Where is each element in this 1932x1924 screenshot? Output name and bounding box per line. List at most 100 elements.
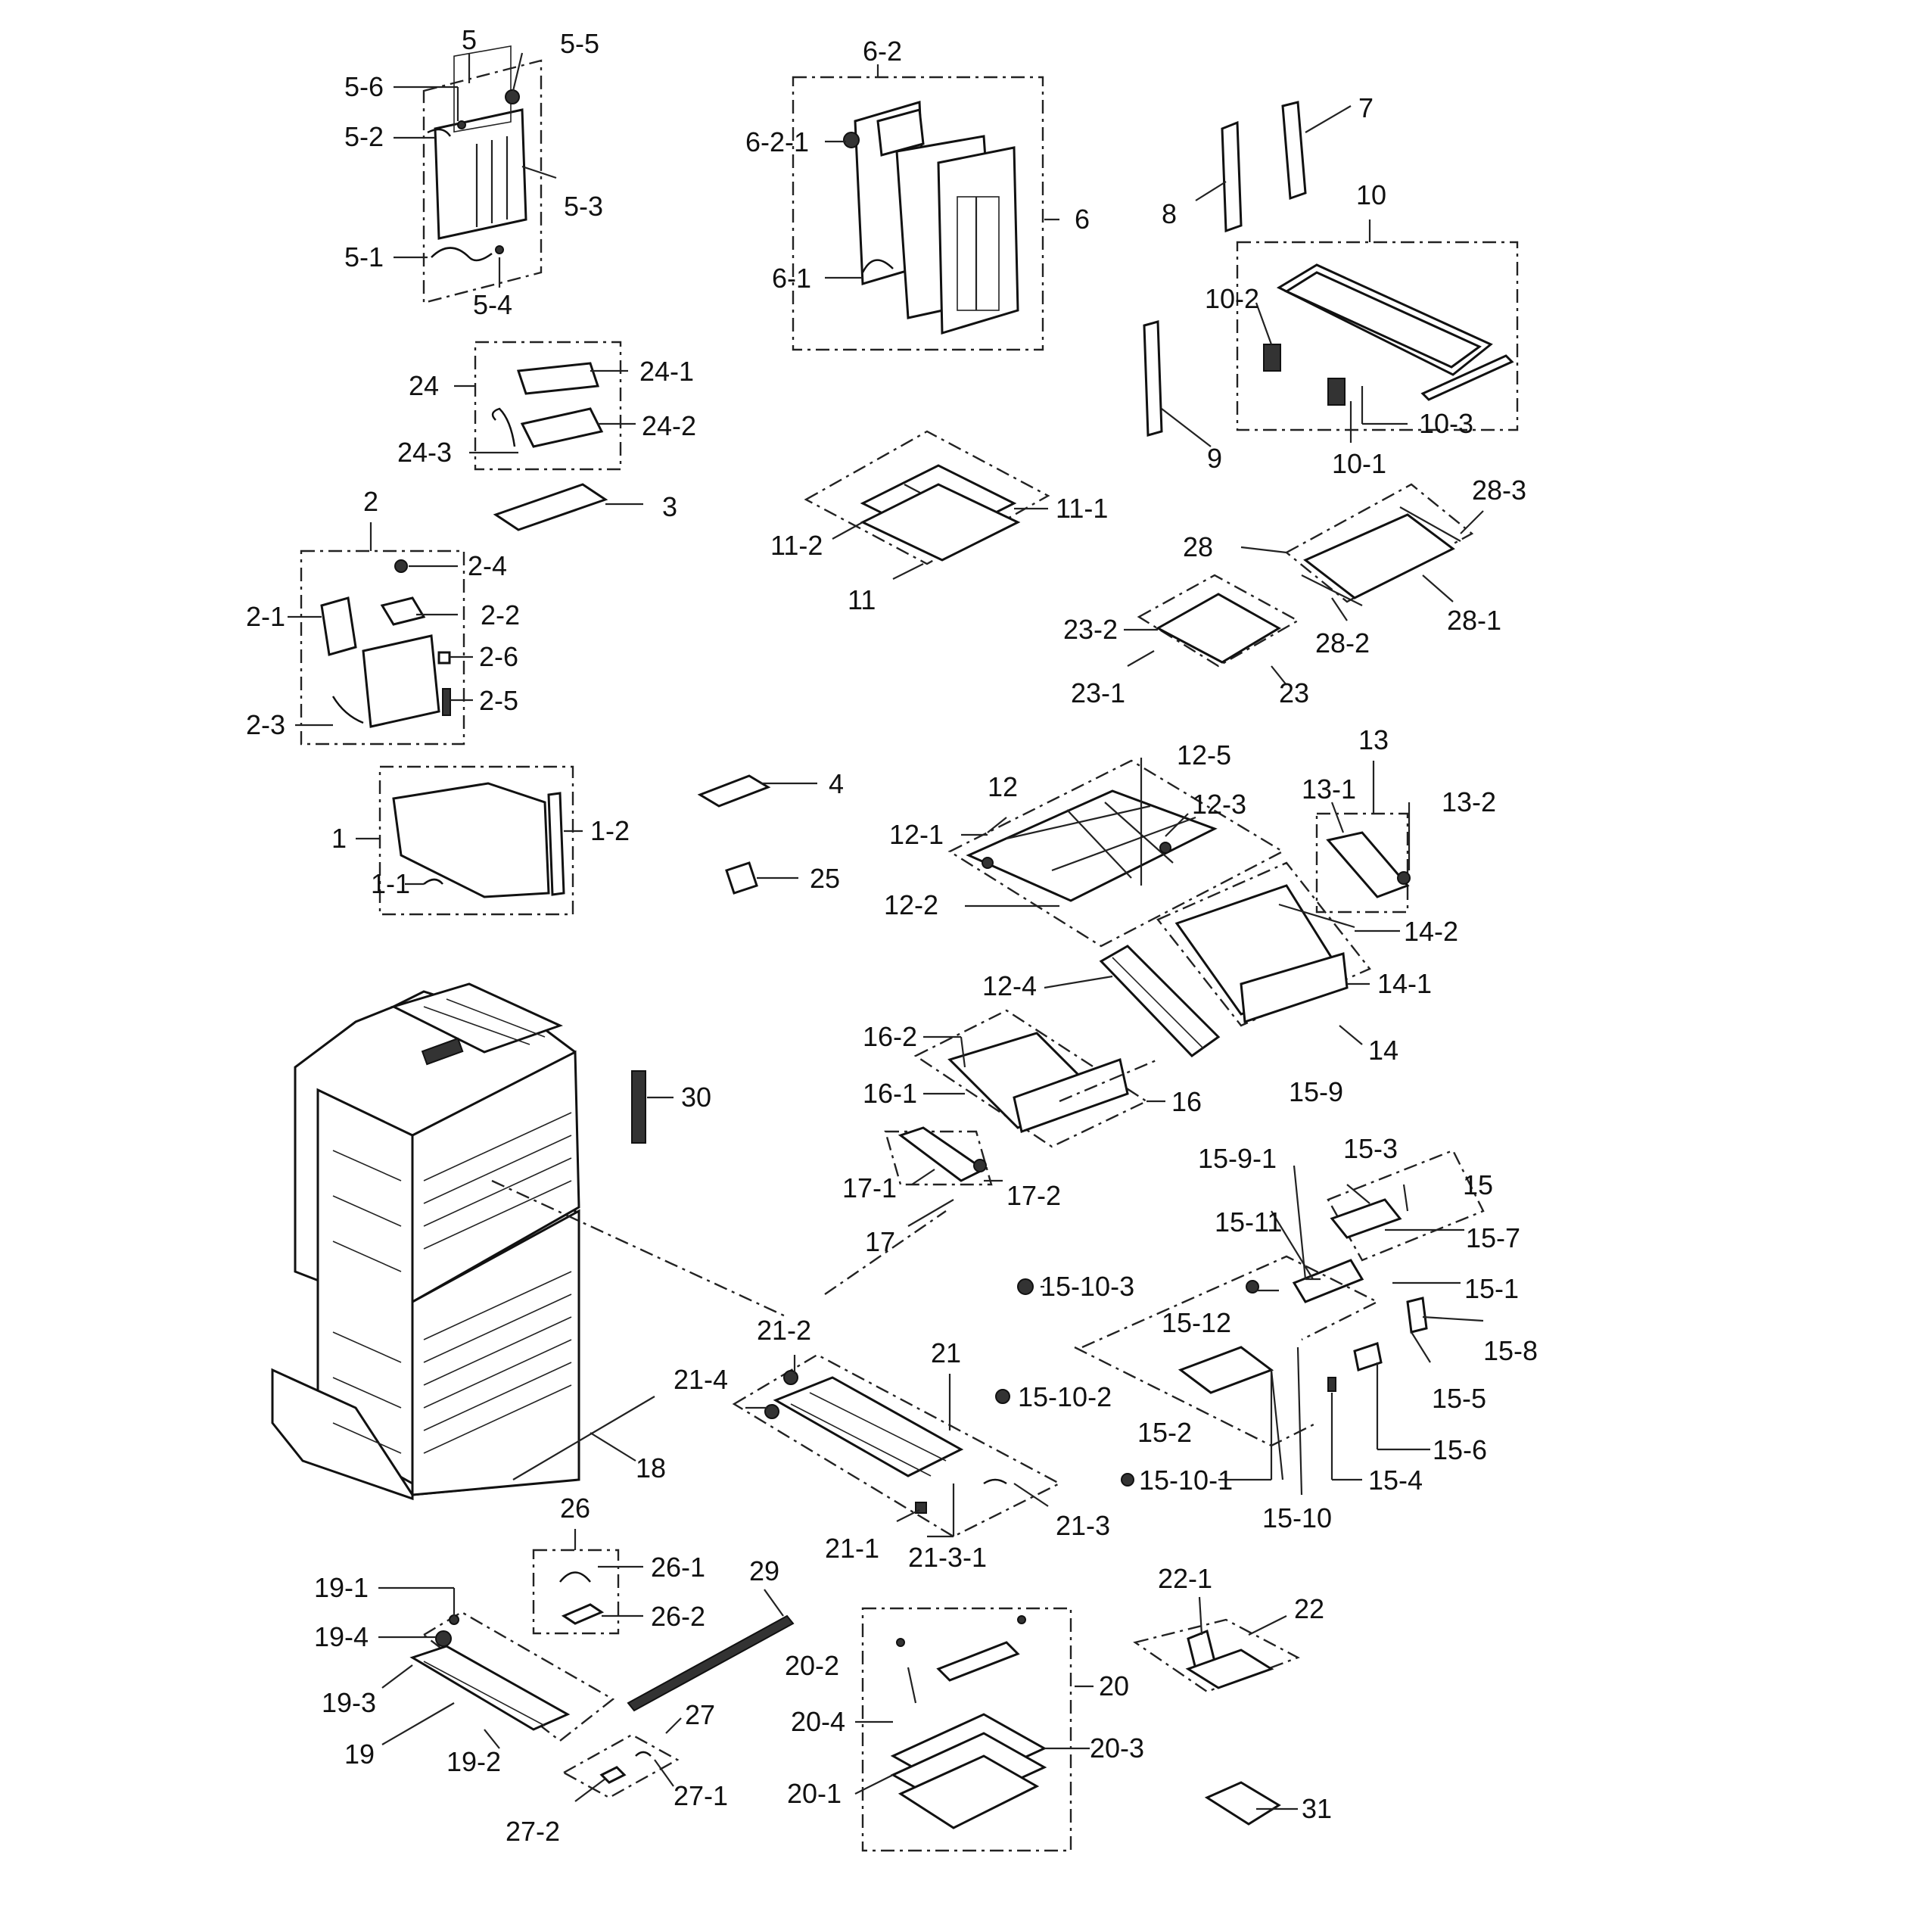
part-2-2 [380,596,426,626]
label-1: 1 [331,823,347,854]
label-2-1: 2-1 [246,601,285,632]
group-26: 26 26-1 26-2 [532,1493,705,1635]
part-1-1 [423,878,443,885]
label-21: 21 [931,1337,961,1368]
part-5-2 [427,128,452,137]
part-29 [627,1614,795,1712]
group-14: 14-2 14-1 14 [1156,861,1458,1066]
label-16: 16 [1171,1086,1202,1117]
label-19-4: 19-4 [314,1621,369,1652]
part-17-2 [973,1159,987,1172]
label-17-2: 17-2 [1006,1180,1061,1211]
label-23-2: 23-2 [1063,614,1118,645]
part-2-6 [437,651,451,665]
label-2-5: 2-5 [479,685,518,716]
label-26-2: 26-2 [651,1601,705,1632]
label-19-2: 19-2 [446,1746,501,1777]
label-17: 17 [865,1226,895,1257]
label-15-3: 15-3 [1343,1133,1398,1164]
label-15: 15 [1463,1169,1493,1200]
label-28-1: 28-1 [1447,605,1501,636]
label-11: 11 [848,584,876,615]
parts-4-25: 4 25 [697,768,844,895]
label-15-9-1: 15-9-1 [1198,1143,1277,1174]
label-27: 27 [685,1699,715,1730]
group-21: 21-2 21 21-4 21-3 21-1 21-3-1 [674,1315,1110,1573]
part-26-1 [559,1571,591,1583]
label-29: 29 [749,1555,779,1586]
part-28-shelf [1303,513,1455,599]
label-9: 9 [1207,443,1222,474]
part-2-4 [394,559,408,573]
label-28-3: 28-3 [1472,475,1526,506]
label-16-1: 16-1 [863,1078,917,1109]
part-10-1 [1327,378,1346,406]
label-10: 10 [1356,179,1386,210]
part-15-10-3 [1017,1278,1034,1295]
label-4: 4 [829,768,844,799]
label-5-5: 5-5 [560,28,599,59]
part-30-group: 30 [631,1070,711,1144]
group-6: 6-2 6-2-1 6 6-1 [745,36,1090,351]
part-29-group: 29 [627,1555,795,1712]
part-24-1 [516,362,600,395]
part-6-cover [854,101,1019,335]
label-11-1: 11-1 [1056,493,1108,524]
part-31-group: 31 [1204,1781,1332,1826]
label-5: 5 [462,24,477,55]
group-10: 10 10-2 10-3 10-1 [1205,179,1519,479]
part-7 [1281,101,1307,201]
label-11-2: 11-2 [770,530,823,561]
part-2-5 [442,688,451,716]
part-19-1 [449,1614,459,1625]
label-20: 20 [1099,1670,1129,1701]
part-15-8 [1406,1297,1428,1334]
group-2: 2 2-4 2-1 2-2 2-6 2-5 2-3 [246,486,520,746]
label-28-2: 28-2 [1315,627,1370,658]
label-10-2: 10-2 [1205,283,1259,314]
part-5-6 [457,120,466,129]
part-5-evaporator [434,45,527,240]
label-20-4: 20-4 [791,1706,845,1737]
part-12-3 [1159,842,1171,854]
part-27-1 [635,1751,652,1757]
label-5-1: 5-1 [344,241,384,272]
part-5-1 [431,247,493,262]
label-15-10-3: 15-10-3 [1041,1271,1134,1302]
part-1-bucket [392,782,550,898]
label-20-1: 20-1 [787,1778,842,1809]
label-27-1: 27-1 [674,1780,728,1811]
label-15-1: 15-1 [1464,1273,1519,1304]
label-18: 18 [636,1452,666,1483]
part-27-2 [599,1766,627,1784]
label-24: 24 [409,370,439,401]
group-28: 28-3 28 28-1 28-2 [1183,475,1526,658]
label-2-6: 2-6 [479,641,518,672]
label-15-2: 15-2 [1137,1417,1192,1448]
label-2: 2 [363,486,378,517]
part-13-rail [1326,831,1410,898]
label-15-10: 15-10 [1262,1502,1332,1533]
label-14-1: 14-1 [1377,968,1432,999]
cabinet [271,982,580,1501]
part-26-2 [561,1603,605,1625]
part-9 [1143,320,1163,437]
label-24-2: 24-2 [642,410,696,441]
part-18-group: 18 [512,1396,666,1483]
part-31 [1204,1781,1281,1826]
group-27: 27 27-1 27-2 [506,1699,728,1847]
label-19-3: 19-3 [322,1687,376,1718]
label-15-4: 15-4 [1368,1465,1423,1496]
label-27-2: 27-2 [506,1816,560,1847]
label-6-2-1: 6-2-1 [745,126,809,157]
label-10-3: 10-3 [1419,408,1473,439]
part-15-6 [1353,1342,1383,1371]
part-19-rail [409,1645,571,1731]
part-15-10-2 [995,1389,1010,1404]
part-15-1 [1330,1198,1402,1239]
group-17: 17-1 17-2 17 [842,1126,1061,1257]
group-24: 24 24-1 24-2 24-3 3 [397,341,696,531]
label-13-1: 13-1 [1302,774,1356,805]
group-12: 12-5 12 12-3 12-1 12-2 12-4 [884,739,1285,1001]
